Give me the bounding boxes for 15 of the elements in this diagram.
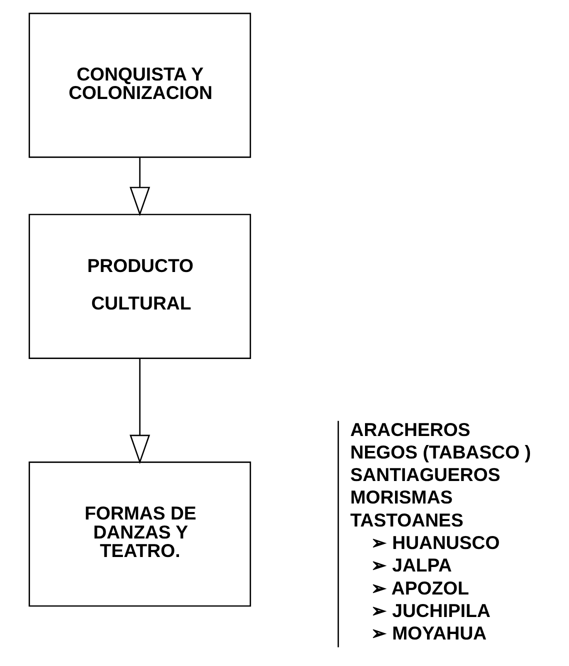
node-box: FORMAS DE DANZAS Y TEATRO. [28, 462, 251, 607]
label: TASTOANES [350, 509, 463, 530]
label: ➢ JUCHIPILA [370, 600, 490, 621]
label: SANTIAGUEROS [350, 464, 500, 486]
label: ➢ MOYAHUA [370, 622, 486, 644]
arrow [129, 158, 150, 216]
label: ➢ JALPA [370, 554, 452, 576]
label: ARACHEROS [350, 418, 470, 440]
label: ➢ APOZOL [370, 577, 469, 598]
label: MORISMAS [350, 486, 452, 508]
node-box: PRODUCTO CULTURAL [28, 214, 251, 359]
node-box: CONQUISTA Y COLONIZACION [28, 12, 251, 158]
label: ➢ HUANUSCO [370, 532, 500, 553]
arrow [129, 358, 150, 464]
label: NEGOS (TABASCO ) [350, 441, 530, 462]
